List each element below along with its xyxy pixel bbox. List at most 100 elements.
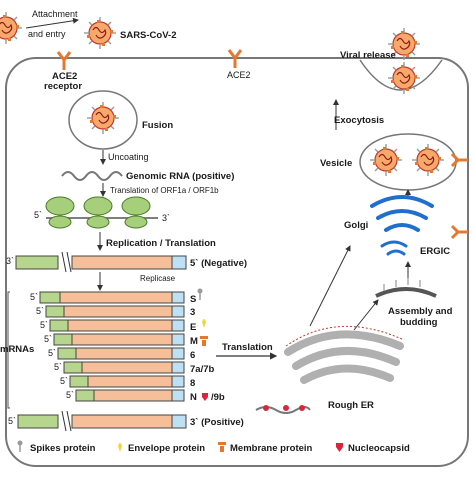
break-mark (66, 410, 72, 432)
spike-icon (197, 288, 203, 300)
uncoating-label: Uncoating (108, 152, 149, 162)
mrna-row: 5` 6 (48, 347, 195, 361)
assembly-label: Assembly and (388, 306, 453, 317)
rough-er-label: Rough ER (328, 400, 374, 411)
receptor-label: receptor (44, 81, 82, 92)
nucleocapsid-icon (336, 443, 343, 452)
cell-membrane (5, 57, 469, 467)
gene-5-label: 5` (60, 376, 68, 386)
ace2-receptor-icon (450, 152, 468, 240)
replicase-label: Replicase (140, 274, 176, 283)
ergic (380, 240, 408, 256)
attachment-arrow (25, 17, 79, 29)
membrane-protein-icon (218, 442, 226, 445)
gene-label-7a7b: 7a/7b (190, 364, 214, 375)
pos-blue-segment (171, 414, 187, 429)
budding-label: budding (400, 317, 438, 328)
break-mark (66, 251, 72, 273)
legend-item-membrane: Membrane protein (218, 442, 313, 454)
neg-salmon-segment (71, 255, 173, 270)
legend-item-envelope: Envelope protein (118, 443, 205, 454)
nucleocapsid-icon (202, 393, 208, 401)
vesicle-label: Vesicle (320, 158, 352, 169)
five-prime-label: 5` (34, 210, 42, 220)
pos-salmon-segment (71, 414, 173, 429)
legend-label: Spikes protein (30, 443, 96, 454)
gene-5-label: 5` (44, 334, 52, 344)
ace2-receptor-icon (56, 51, 72, 70)
gene-label-n: N (190, 392, 197, 403)
ace2-label-2: ACE2 (227, 70, 251, 80)
pos-5-label: 5` (8, 416, 16, 426)
envelope-icon (202, 319, 206, 328)
pos-green-segment (17, 414, 59, 429)
gene-label-s: S (190, 294, 196, 305)
gene-5-label: 5` (30, 292, 38, 302)
virion-icon (83, 16, 117, 50)
gene-5-label: 5` (54, 362, 62, 372)
assembly-membrane (375, 287, 437, 298)
rough-er (284, 325, 405, 384)
fusion-label: Fusion (142, 120, 173, 131)
gene-label-m: M (190, 336, 198, 347)
break-mark (61, 251, 67, 273)
gene-label-e: E (190, 322, 196, 333)
mrnas-bracket (7, 291, 10, 409)
mrna-row: 5` N /9b (66, 389, 225, 403)
spike-icon (383, 278, 421, 291)
legend-item-nucleocapsid: Nucleocapsid (336, 443, 410, 454)
golgi-label: Golgi (344, 220, 368, 231)
mrna-row: 5` 3 (36, 305, 195, 318)
ribosomes (45, 196, 151, 229)
break-mark (61, 410, 67, 432)
gene-label-3: 3 (190, 307, 195, 318)
assembly-arrow (353, 299, 379, 331)
neg-3-label: 3` (6, 256, 14, 266)
subgenomic-mrnas: 5` S 5` 3 5` E 5` M 5` (30, 291, 225, 403)
genomic-rna-strand (61, 171, 123, 181)
gene-label-8: 8 (190, 378, 195, 389)
neg-green-segment (15, 255, 59, 270)
gene-5-label: 5` (48, 348, 56, 358)
three-prime-label: 3` (162, 213, 170, 223)
sars-cov-2-label: SARS-CoV-2 (120, 30, 176, 41)
legend-label: Envelope protein (128, 443, 205, 454)
viral-release-label: Viral release (340, 50, 396, 61)
mrna-row: 5` S (30, 291, 196, 305)
legend-label: Nucleocapsid (348, 443, 410, 454)
mrna-row: 5` M (44, 333, 198, 347)
legend-label: Membrane protein (230, 443, 313, 454)
nucleocapsid-icon (263, 405, 305, 411)
mrnas-label: mRNAs (0, 344, 34, 355)
gene-5-label: 5` (36, 306, 44, 316)
virion-icon (0, 11, 23, 45)
gene-label-9b: /9b (211, 392, 225, 403)
attachment-label: Attachment (32, 9, 78, 19)
er-to-golgi-arrow (309, 245, 351, 327)
ace2-label: ACE2 (52, 71, 77, 82)
ace2-receptor-icon (227, 49, 243, 68)
and-entry-label: and entry (28, 29, 66, 39)
translation-label: Translation (222, 342, 273, 353)
positive-label: 3` (Positive) (190, 417, 244, 428)
gene-label-6: 6 (190, 350, 195, 361)
gene-5-label: 5` (40, 320, 48, 330)
ergic-label: ERGIC (420, 246, 450, 257)
mrna-row: 5` 8 (60, 375, 195, 389)
neg-blue-segment (171, 255, 187, 270)
golgi-apparatus (370, 195, 434, 232)
mrna-row: 5` 7a/7b (54, 361, 214, 375)
legend: Spikes protein Envelope protein Membrane… (17, 440, 410, 454)
mrna-row: 5` E (40, 319, 196, 333)
gene-5-label: 5` (66, 390, 74, 400)
exocytosis-label: Exocytosis (334, 115, 384, 126)
genomic-rna-label: Genomic RNA (positive) (126, 171, 234, 182)
legend-item-spikes: Spikes protein (17, 440, 96, 454)
replication-label: Replication / Translation (106, 238, 216, 249)
membrane-protein-icon (200, 336, 208, 346)
orf-label: Translation of ORF1a / ORF1b (110, 186, 219, 195)
envelope-icon (118, 443, 122, 452)
negative-label: 5` (Negative) (190, 258, 247, 269)
